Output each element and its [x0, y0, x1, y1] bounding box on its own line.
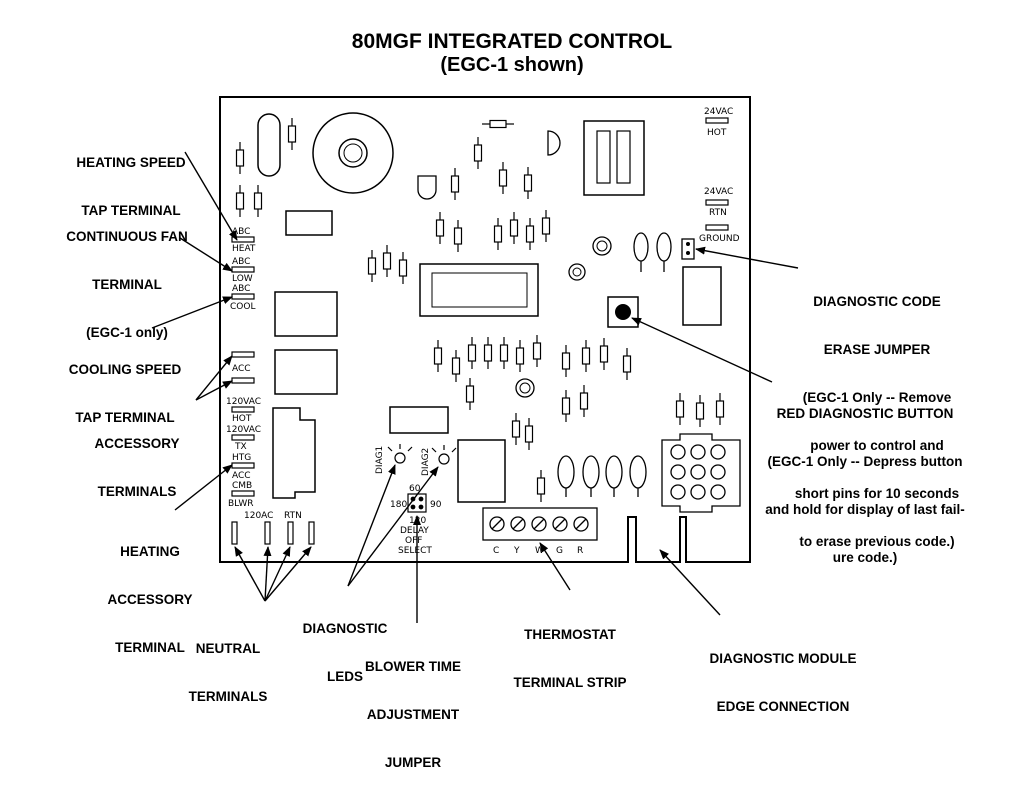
- arrow-red-button: [631, 317, 773, 383]
- arrow-neutral-2: [263, 546, 272, 602]
- label-term-c: C: [493, 546, 499, 556]
- thermostat-terminal-strip: [482, 507, 598, 541]
- label-term-y: Y: [513, 546, 520, 556]
- arrow-accessory-1: [195, 355, 233, 401]
- label-24vac-hot: 24VAC: [704, 107, 733, 117]
- label-acc2: ACC: [232, 471, 251, 481]
- arrow-accessory-2: [195, 380, 233, 401]
- arrow-diag-led-1: [347, 464, 396, 587]
- label-hot-right: HOT: [707, 128, 727, 138]
- arrow-diag-led-2: [347, 466, 439, 587]
- label-jumper-180: 180: [390, 500, 407, 510]
- red-diagnostic-button-housing: [607, 296, 639, 328]
- callout-heating-speed-tap: HEATING SPEED TAP TERMINAL: [76, 155, 186, 218]
- label-term-g: G: [556, 546, 563, 556]
- diagram-subtitle: (EGC-1 shown): [440, 54, 584, 76]
- capacitor-large: [312, 112, 394, 194]
- label-diag2: DIAG2: [421, 448, 431, 476]
- label-rtn-bottom: RTN: [284, 511, 302, 521]
- label-120vac-hot: 120VAC: [226, 397, 261, 407]
- label-jumper-60: 60: [409, 484, 421, 494]
- board-diagram: ABC HEAT ABC LOW ABC COOL ACC 120VAC HOT…: [151, 96, 799, 623]
- label-heat: HEAT: [232, 244, 256, 254]
- board-outline: [219, 96, 751, 563]
- erase-jumper: [681, 238, 695, 260]
- callout-continuous-fan: CONTINUOUS FAN TERMINAL (EGC-1 only): [66, 229, 188, 340]
- label-120vac-tx: 120VAC: [226, 425, 261, 435]
- arrow-heating-speed: [184, 151, 238, 241]
- callout-red-diag-button: RED DIAGNOSTIC BUTTON (EGC-1 Only -- Dep…: [765, 406, 965, 565]
- arrow-erase-jumper: [695, 246, 799, 269]
- arrow-diag-module: [659, 549, 721, 616]
- label-jumper-120: 120: [409, 516, 426, 526]
- label-cmb: CMB: [232, 481, 252, 491]
- label-term-r: R: [577, 546, 583, 556]
- arrow-cooling-speed: [151, 296, 233, 329]
- red-diagnostic-button[interactable]: [615, 304, 631, 320]
- label-select: SELECT: [398, 546, 432, 556]
- label-tx: TX: [234, 442, 247, 452]
- label-off: OFF: [405, 536, 422, 546]
- callout-neutral-terminals: NEUTRAL TERMINALS: [188, 641, 268, 704]
- label-abc-heat: ABC: [232, 227, 250, 237]
- arrow-thermostat: [539, 542, 571, 591]
- label-120ac: 120AC: [244, 511, 273, 521]
- arrow-continuous-fan: [179, 237, 233, 272]
- callout-heating-accessory: HEATING ACCESSORY TERMINAL: [107, 544, 193, 655]
- callout-diagnostic-module: DIAGNOSTIC MODULE EDGE CONNECTION: [709, 651, 857, 714]
- label-htg: HTG: [232, 453, 251, 463]
- arrow-neutral-3: [264, 546, 291, 602]
- label-diag1: DIAG1: [375, 446, 385, 474]
- arrow-neutral-1: [234, 546, 266, 602]
- relay-top: [583, 120, 645, 196]
- diagnostic-connector: [661, 433, 741, 513]
- callout-accessory-terminals: ACCESSORY TERMINALS: [94, 436, 180, 499]
- label-abc-low: ABC: [232, 257, 250, 267]
- label-abc-cool: ABC: [232, 284, 250, 294]
- label-cool: COOL: [230, 302, 255, 312]
- label-jumper-90: 90: [430, 500, 442, 510]
- label-low: LOW: [232, 274, 253, 284]
- callout-diag-code-erase: DIAGNOSTIC CODE ERASE JUMPER (EGC-1 Only…: [794, 294, 960, 549]
- callout-thermostat-strip: THERMOSTAT TERMINAL STRIP: [513, 627, 627, 690]
- label-hot: HOT: [232, 414, 252, 424]
- label-acc: ACC: [232, 364, 251, 374]
- callout-diagnostic-leds: DIAGNOSTIC LEDS: [302, 621, 388, 684]
- arrow-heating-accessory: [174, 464, 233, 511]
- label-24vac-rtn: 24VAC: [704, 187, 733, 197]
- label-delay: DELAY: [400, 526, 429, 536]
- label-rtn-right: RTN: [709, 208, 727, 218]
- arrow-neutral-4: [264, 546, 312, 602]
- fuse-component: [257, 113, 281, 177]
- label-blwr: BLWR: [228, 499, 254, 509]
- callout-cooling-speed-tap: COOLING SPEED TAP TERMINAL: [68, 362, 182, 425]
- diagnostic-leds: [387, 444, 457, 465]
- label-ground: GROUND: [699, 234, 740, 244]
- diagram-title: 80MGF INTEGRATED CONTROL: [351, 30, 673, 53]
